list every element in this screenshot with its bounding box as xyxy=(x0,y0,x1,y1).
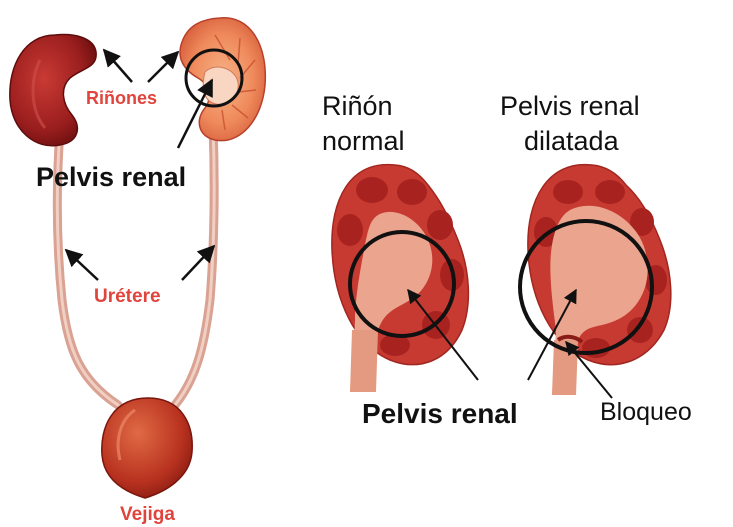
arrow-kidneys-left xyxy=(104,50,132,82)
renal-pelvis-label: Pelvis renal xyxy=(36,162,186,192)
arrow-ureter-left xyxy=(66,250,98,280)
dilated-title-line1: Pelvis renal xyxy=(500,91,640,121)
bladder xyxy=(102,398,192,498)
kidneys-label: Riñones xyxy=(86,88,157,108)
dilated-title-line2: dilatada xyxy=(524,126,620,156)
dilated-kidney xyxy=(528,165,671,395)
normal-kidney-title-line1: Riñón xyxy=(322,91,393,121)
arrow-kidneys-right xyxy=(148,52,178,82)
renal-pelvis-bottom-label: Pelvis renal xyxy=(362,398,518,429)
right-ureter xyxy=(175,105,214,405)
left-kidney xyxy=(10,35,96,146)
normal-kidney-title-line2: normal xyxy=(322,126,405,156)
bladder-label: Vejiga xyxy=(120,504,175,525)
ureter-label: Urétere xyxy=(94,286,161,307)
blockage-label: Bloqueo xyxy=(600,398,692,426)
normal-kidney xyxy=(332,165,469,392)
